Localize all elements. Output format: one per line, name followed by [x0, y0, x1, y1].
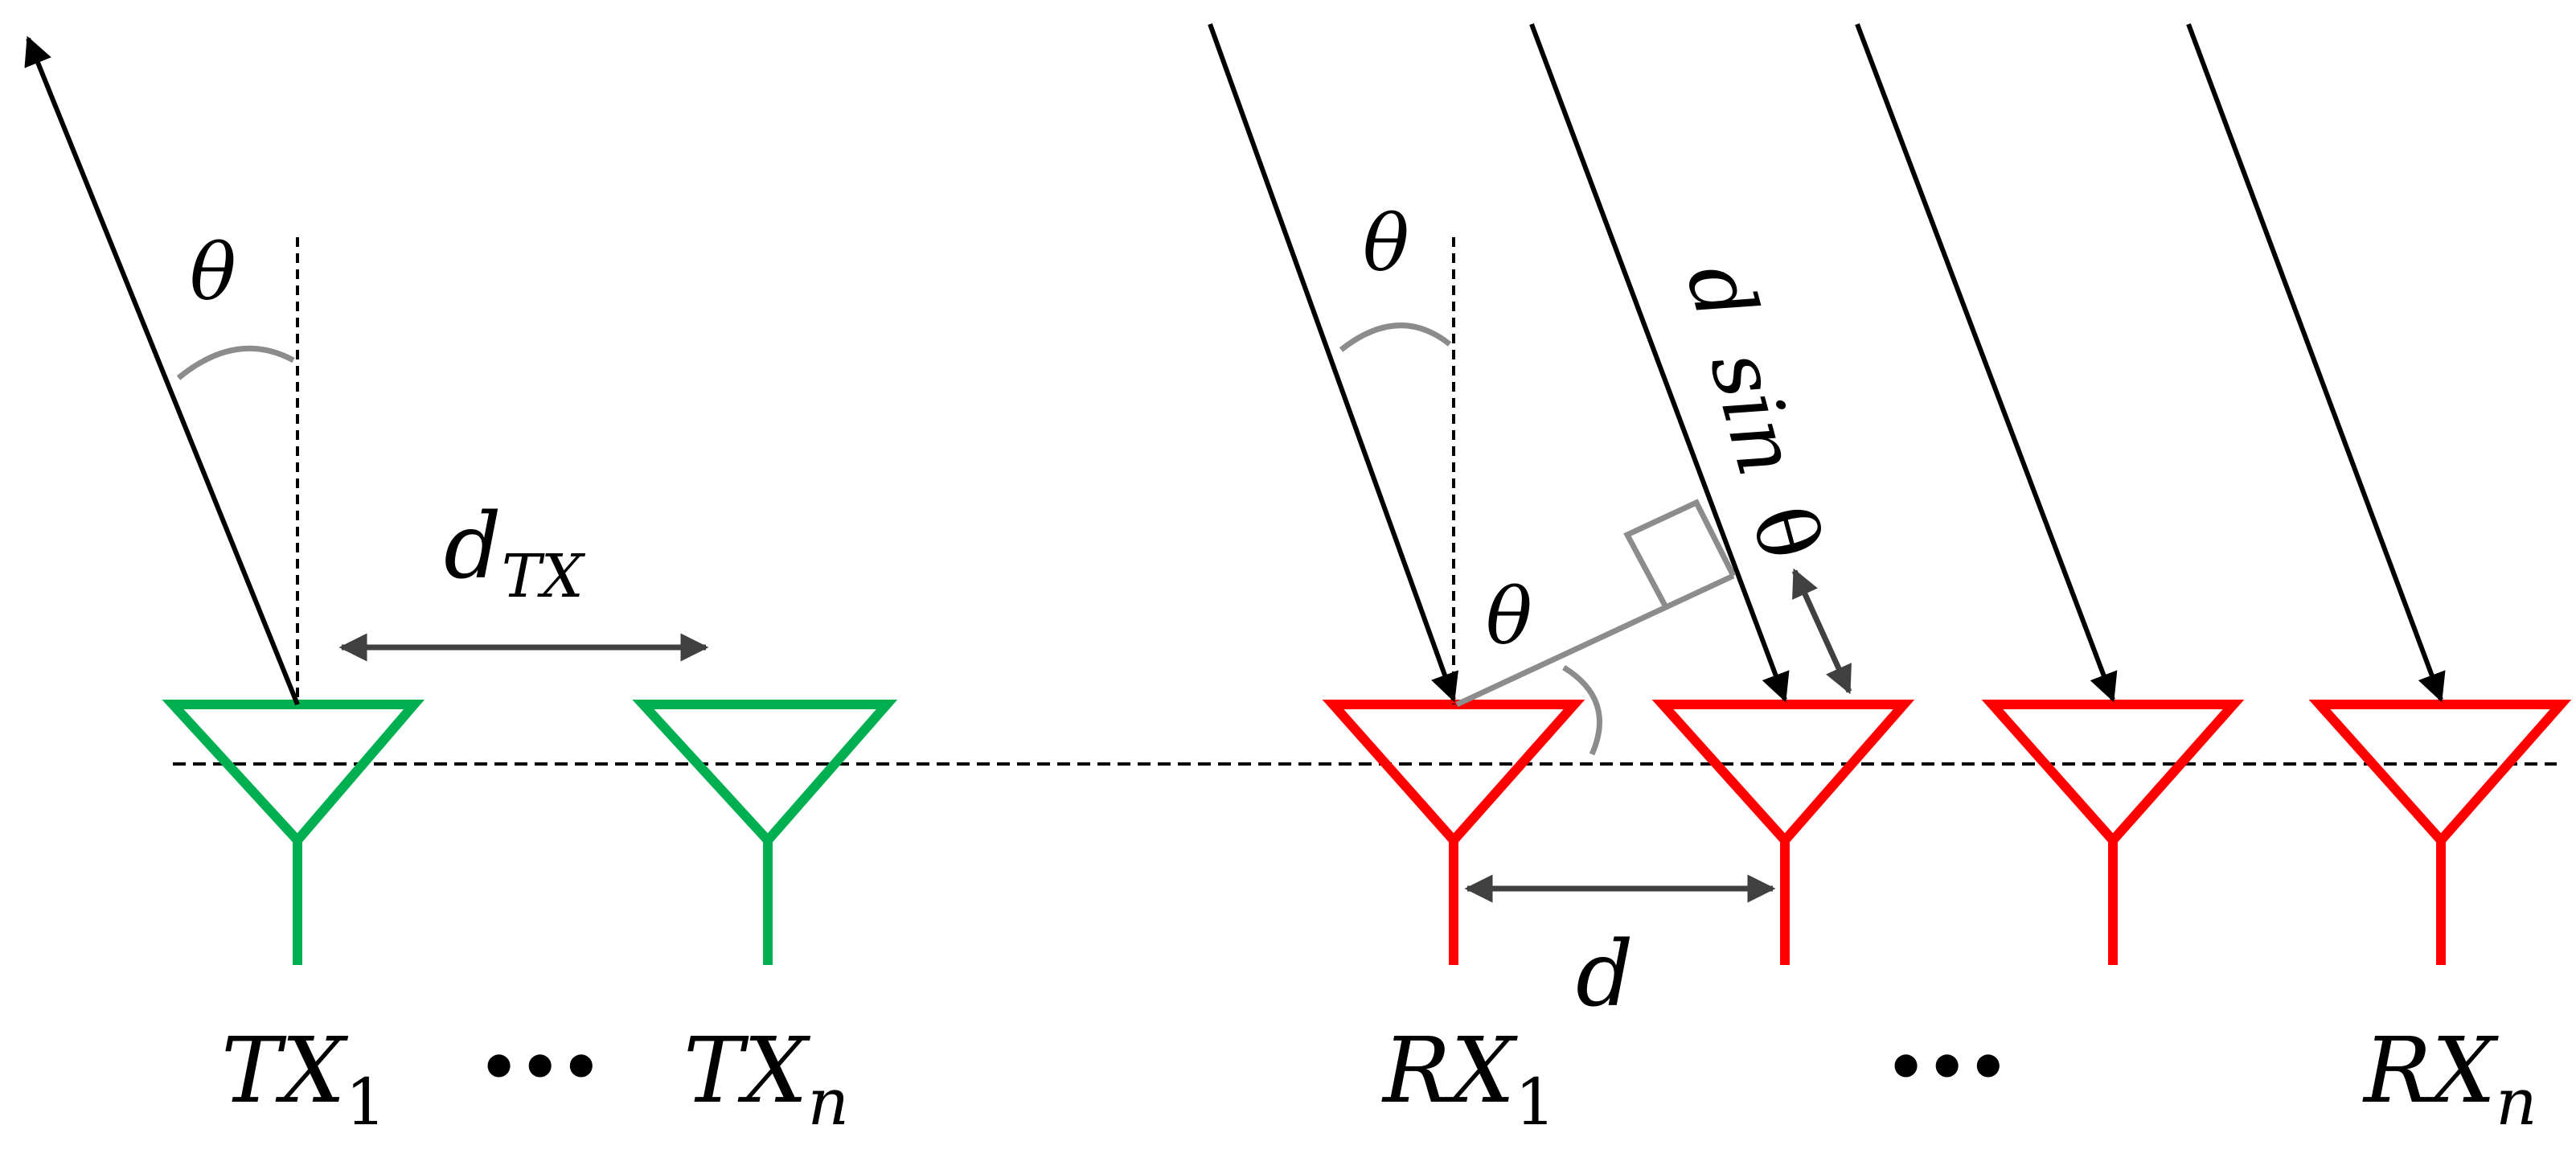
- path-difference-label: d sin θ: [1667, 253, 1840, 570]
- path-difference-sin: sin: [1691, 341, 1818, 486]
- baseline-theta-label: θ: [1486, 572, 1532, 662]
- svg-text:d sin θ: d sin θ: [1667, 253, 1840, 570]
- path-difference-d: d: [1667, 253, 1776, 331]
- path-difference-theta: θ: [1733, 495, 1840, 569]
- rx-incoming-ray-3: [1855, 23, 2118, 703]
- tx-outgoing-ray: [24, 35, 300, 706]
- tx-1-label-sub: 1: [345, 1065, 386, 1140]
- rx-angle-arc: [1339, 322, 1452, 352]
- rx-antenna-2: [1651, 700, 1915, 965]
- rx-incoming-ray-1: [1208, 23, 1458, 703]
- tx-ellipsis: •••: [478, 1030, 601, 1105]
- tx-spacing-label-base: d: [444, 495, 502, 599]
- rx-n-label: RXn: [2362, 1019, 2537, 1140]
- rx-spacing-label: d: [1576, 922, 1634, 1027]
- rx-theta-label: θ: [1363, 199, 1409, 289]
- baseline-angle-arc: [1562, 665, 1602, 756]
- tx-antenna-n: [632, 700, 898, 965]
- rx-incoming-ray-2: [1529, 23, 1790, 703]
- rx-1-label: RX1: [1381, 1019, 1556, 1140]
- rx-antenna-n: [2308, 700, 2572, 965]
- perpendicular-line: [1455, 573, 1735, 708]
- tx-n-label-base: TX: [683, 1019, 811, 1123]
- tx-1-label-base: TX: [221, 1019, 349, 1123]
- tx-spacing-label: dTX: [444, 495, 586, 611]
- tx-theta-label: θ: [190, 228, 236, 318]
- tx-angle-arc: [176, 345, 295, 380]
- rx-antenna-1: [1322, 700, 1585, 965]
- tx-antenna-1: [162, 700, 425, 965]
- rx-1-label-sub: 1: [1515, 1065, 1556, 1140]
- rx-1-label-base: RX: [1381, 1019, 1518, 1123]
- tx-1-label: TX1: [221, 1019, 386, 1140]
- rx-n-label-sub: n: [2496, 1065, 2537, 1140]
- right-angle-marker: [1623, 499, 1737, 609]
- tx-n-label-sub: n: [807, 1065, 849, 1140]
- rx-n-label-base: RX: [2362, 1019, 2499, 1123]
- rx-incoming-ray-4: [2186, 23, 2446, 703]
- tx-spacing-label-sub: TX: [502, 542, 586, 611]
- rx-antenna-3: [1981, 700, 2245, 965]
- rx-ellipsis: •••: [1885, 1030, 2008, 1105]
- tx-n-label: TXn: [683, 1019, 849, 1140]
- path-difference-arrow: [1791, 568, 1852, 695]
